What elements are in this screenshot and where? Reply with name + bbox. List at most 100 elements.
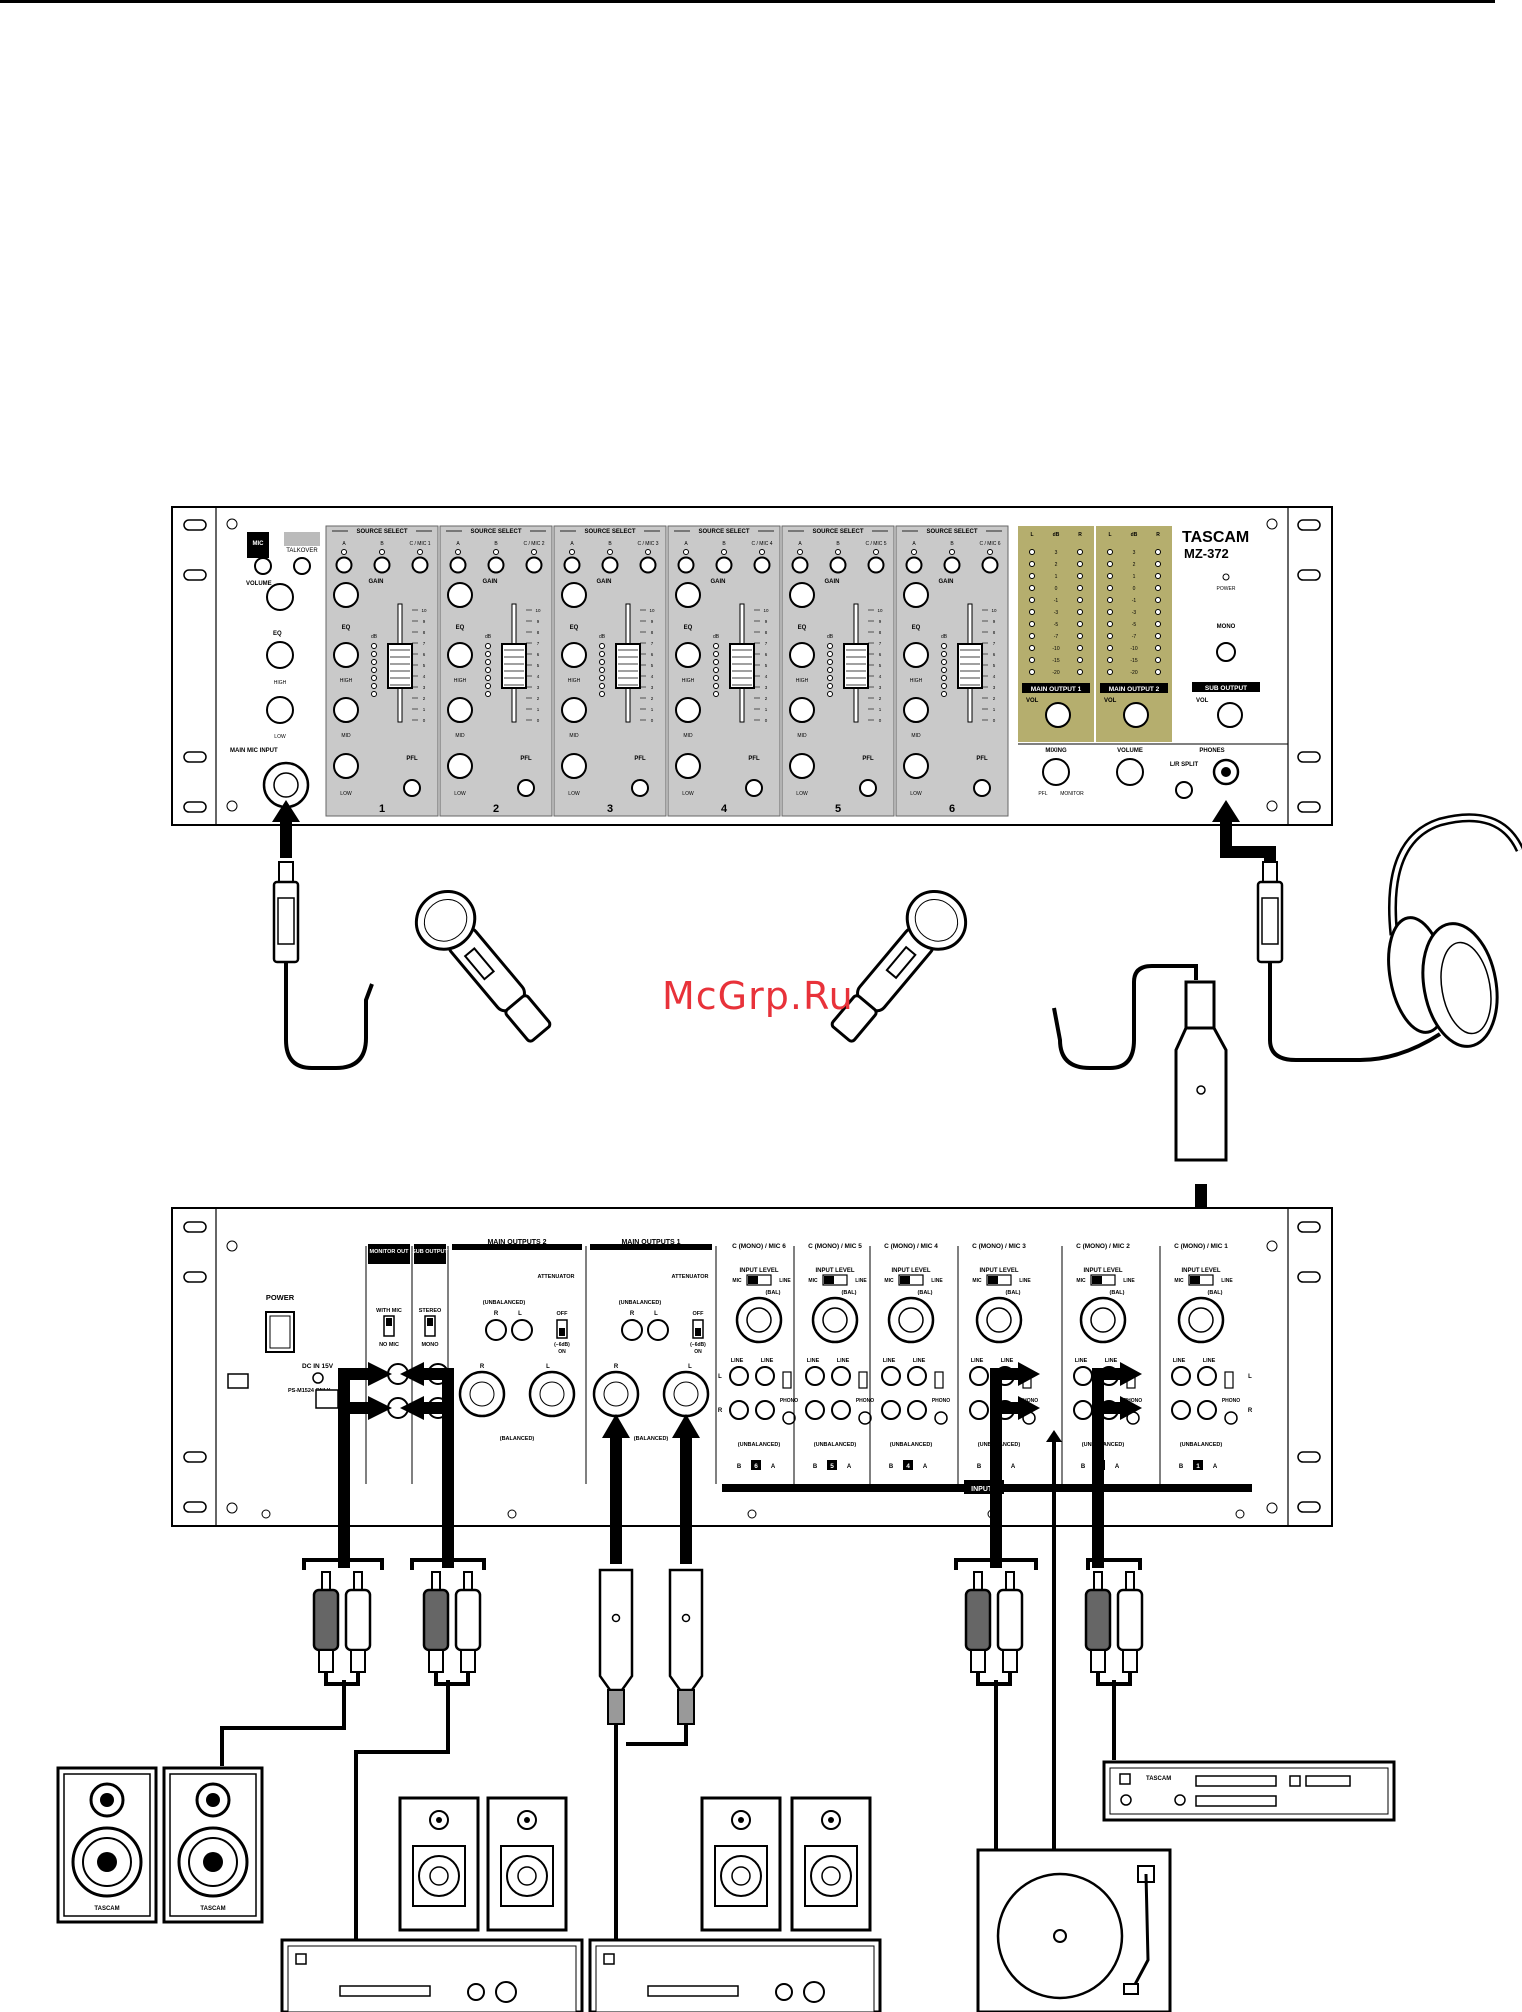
line-b-l-jack[interactable]	[1171, 1366, 1191, 1386]
source-select-button[interactable]	[335, 556, 353, 574]
source-select-button[interactable]	[867, 556, 885, 574]
gain-knob[interactable]	[447, 582, 473, 608]
eq-mid-knob[interactable]	[333, 697, 359, 723]
mixing-knob[interactable]	[1042, 758, 1070, 786]
source-select-button[interactable]	[981, 556, 999, 574]
source-select-button[interactable]	[829, 556, 847, 574]
input-level-switch[interactable]	[822, 1274, 848, 1286]
source-select-button[interactable]	[715, 556, 733, 574]
gain-knob[interactable]	[561, 582, 587, 608]
source-select-button[interactable]	[449, 556, 467, 574]
line-a-l-jack[interactable]	[1197, 1366, 1217, 1386]
lr-split-button[interactable]	[1175, 781, 1193, 799]
phones-volume-knob[interactable]	[1116, 758, 1144, 786]
gain-knob[interactable]	[903, 582, 929, 608]
source-select-button[interactable]	[601, 556, 619, 574]
eq-low-knob[interactable]	[903, 753, 929, 779]
gain-knob[interactable]	[333, 582, 359, 608]
input-level-switch[interactable]	[986, 1274, 1012, 1286]
source-select-button[interactable]	[373, 556, 391, 574]
channel-fader[interactable]	[501, 643, 527, 689]
ground-terminal[interactable]	[934, 1411, 948, 1425]
main2-rca-l[interactable]	[511, 1319, 533, 1341]
line-b-r-jack[interactable]	[881, 1400, 901, 1420]
ground-terminal[interactable]	[858, 1411, 872, 1425]
channel-fader[interactable]	[843, 643, 869, 689]
channel-fader[interactable]	[387, 643, 413, 689]
main2-xlr-l[interactable]	[528, 1370, 576, 1418]
main2-xlr-r[interactable]	[458, 1370, 506, 1418]
eq-mid-knob[interactable]	[789, 697, 815, 723]
channel-fader[interactable]	[615, 643, 641, 689]
eq-high-knob[interactable]	[903, 642, 929, 668]
combo-xlr-jack[interactable]	[811, 1296, 859, 1344]
line-b-r-jack[interactable]	[969, 1400, 989, 1420]
source-select-button[interactable]	[677, 556, 695, 574]
input-level-switch[interactable]	[1090, 1274, 1116, 1286]
eq-high-knob[interactable]	[675, 642, 701, 668]
line-b-l-jack[interactable]	[729, 1366, 749, 1386]
line-b-l-jack[interactable]	[805, 1366, 825, 1386]
source-select-button[interactable]	[487, 556, 505, 574]
mic-button[interactable]	[254, 557, 272, 575]
main1-xlr-r[interactable]	[592, 1370, 640, 1418]
line-b-r-jack[interactable]	[729, 1400, 749, 1420]
pfl-button[interactable]	[517, 779, 535, 797]
line-b-l-jack[interactable]	[969, 1366, 989, 1386]
pfl-button[interactable]	[973, 779, 991, 797]
main1-rca-l[interactable]	[647, 1319, 669, 1341]
dc-in-jack[interactable]	[312, 1372, 324, 1384]
eq-low-knob[interactable]	[333, 753, 359, 779]
pfl-button[interactable]	[403, 779, 421, 797]
eq-high-knob[interactable]	[447, 642, 473, 668]
phono-switch[interactable]	[858, 1371, 868, 1389]
line-a-r-jack[interactable]	[755, 1400, 775, 1420]
source-select-button[interactable]	[753, 556, 771, 574]
eq-high-knob[interactable]	[789, 642, 815, 668]
line-b-r-jack[interactable]	[1171, 1400, 1191, 1420]
phono-switch[interactable]	[1224, 1371, 1234, 1389]
line-b-l-jack[interactable]	[881, 1366, 901, 1386]
phono-switch[interactable]	[934, 1371, 944, 1389]
gain-knob[interactable]	[789, 582, 815, 608]
source-select-button[interactable]	[791, 556, 809, 574]
line-a-r-jack[interactable]	[907, 1400, 927, 1420]
pfl-button[interactable]	[859, 779, 877, 797]
main1-rca-r[interactable]	[621, 1319, 643, 1341]
eq-high-knob[interactable]	[561, 642, 587, 668]
combo-xlr-jack[interactable]	[735, 1296, 783, 1344]
main-output-2-vol-knob[interactable]	[1123, 702, 1149, 728]
volume-knob[interactable]	[266, 583, 294, 611]
ground-terminal[interactable]	[1224, 1411, 1238, 1425]
line-a-r-jack[interactable]	[831, 1400, 851, 1420]
line-a-r-jack[interactable]	[1197, 1400, 1217, 1420]
eq-mid-knob[interactable]	[903, 697, 929, 723]
eq-low-knob[interactable]	[789, 753, 815, 779]
ground-terminal[interactable]	[782, 1411, 796, 1425]
eq-low-knob[interactable]	[266, 696, 294, 724]
main2-rca-r[interactable]	[485, 1319, 507, 1341]
source-select-button[interactable]	[905, 556, 923, 574]
eq-mid-knob[interactable]	[675, 697, 701, 723]
channel-fader[interactable]	[729, 643, 755, 689]
line-b-r-jack[interactable]	[1073, 1400, 1093, 1420]
line-b-l-jack[interactable]	[1073, 1366, 1093, 1386]
mono-button[interactable]	[1216, 642, 1236, 662]
combo-xlr-jack[interactable]	[887, 1296, 935, 1344]
line-a-l-jack[interactable]	[755, 1366, 775, 1386]
phono-switch[interactable]	[782, 1371, 792, 1389]
eq-low-knob[interactable]	[561, 753, 587, 779]
pfl-button[interactable]	[745, 779, 763, 797]
main-output-1-vol-knob[interactable]	[1045, 702, 1071, 728]
eq-high-knob[interactable]	[333, 642, 359, 668]
eq-mid-knob[interactable]	[447, 697, 473, 723]
eq-low-knob[interactable]	[447, 753, 473, 779]
channel-fader[interactable]	[957, 643, 983, 689]
source-select-button[interactable]	[943, 556, 961, 574]
input-level-switch[interactable]	[1188, 1274, 1214, 1286]
combo-xlr-jack[interactable]	[1079, 1296, 1127, 1344]
source-select-button[interactable]	[563, 556, 581, 574]
line-b-r-jack[interactable]	[805, 1400, 825, 1420]
combo-xlr-jack[interactable]	[975, 1296, 1023, 1344]
main1-xlr-l[interactable]	[662, 1370, 710, 1418]
